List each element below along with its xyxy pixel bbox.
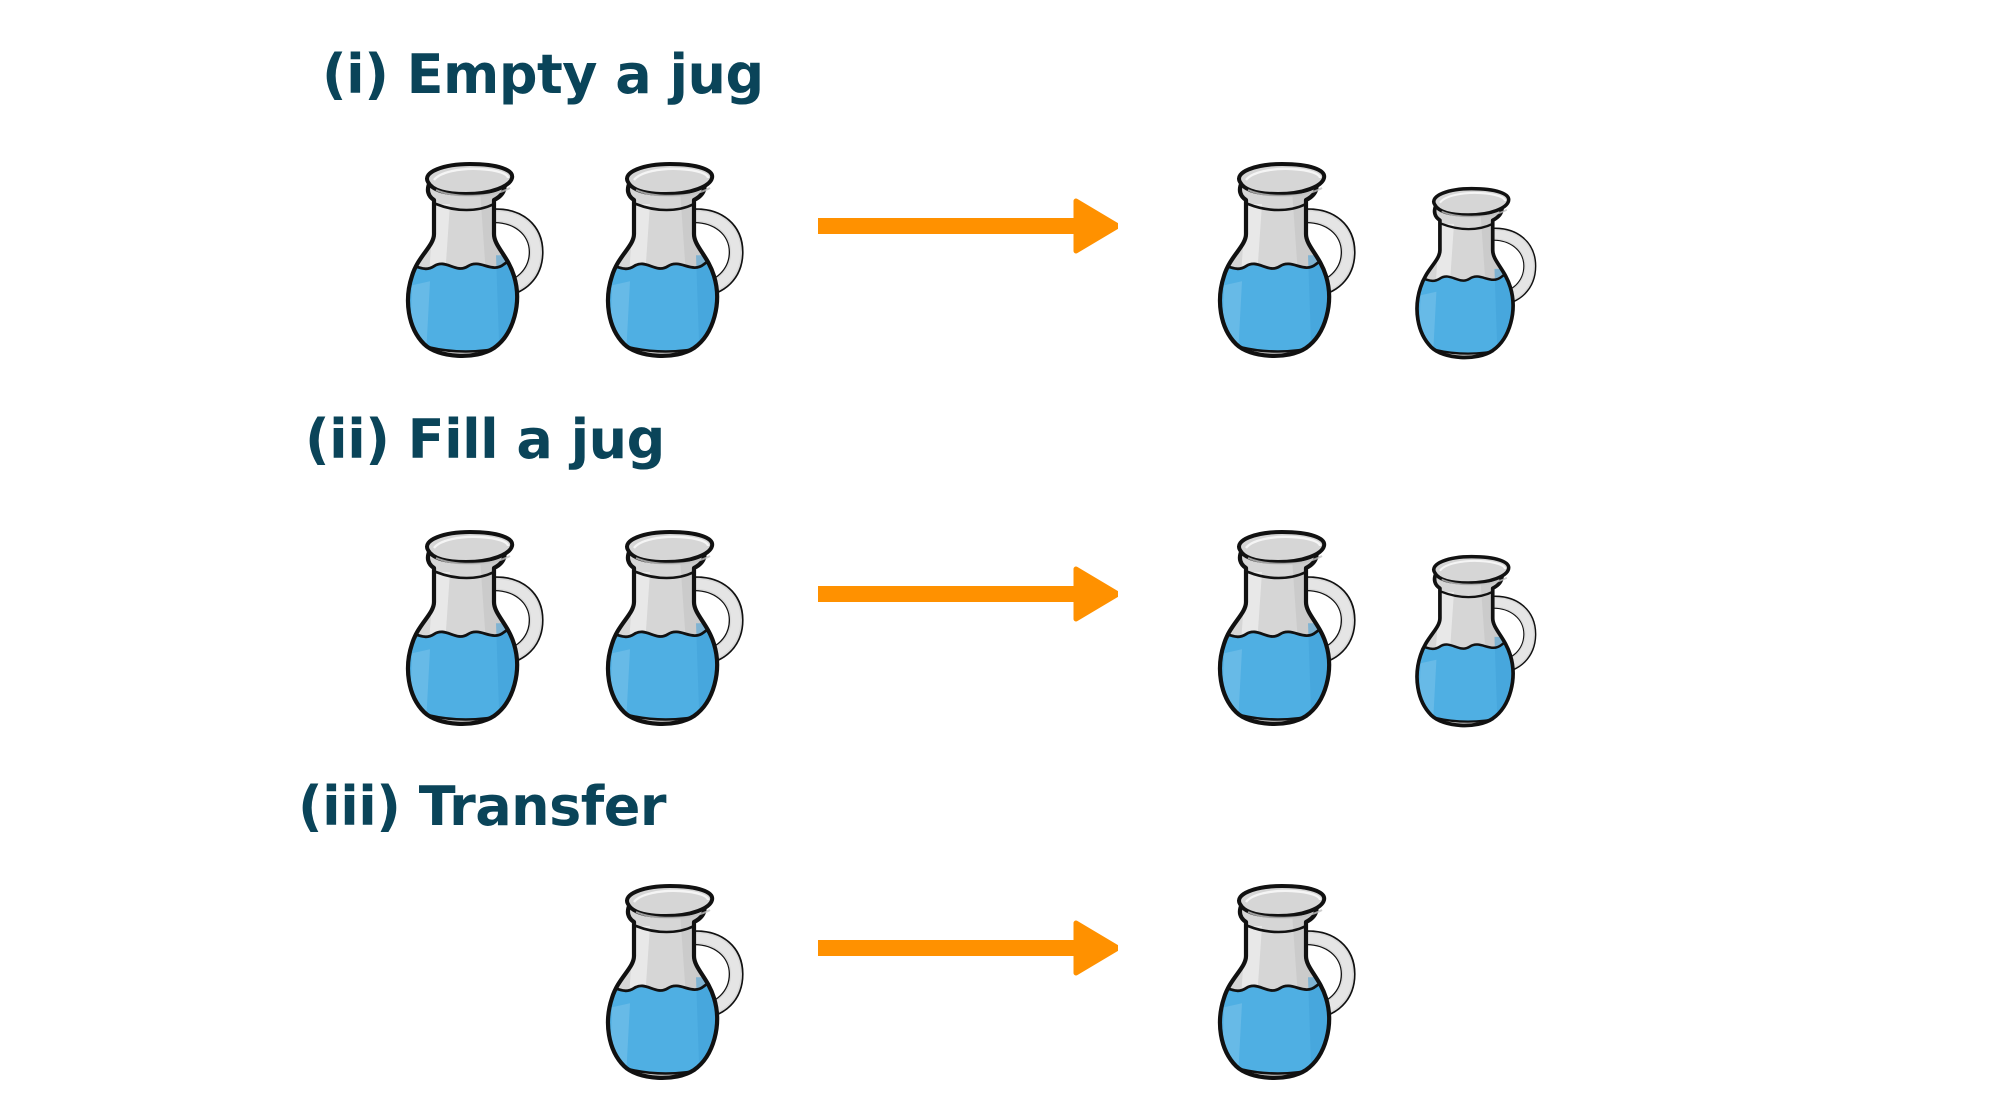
jug-fill-left-2 [600, 528, 750, 738]
jug-rim-icon [625, 530, 715, 565]
arrow-fill [818, 566, 1118, 622]
jug-glyph [405, 162, 544, 358]
right-arrow-icon [818, 198, 1118, 254]
jug-body-outline [605, 179, 720, 358]
jug-rim-icon [625, 884, 715, 919]
jug-rim-icon [1237, 162, 1327, 197]
jug-body-outline [1415, 202, 1515, 360]
section-empty-a-jug: (i) Empty a jug [0, 0, 2000, 380]
jug-transfer-right-1 [1212, 882, 1362, 1092]
jug-rim-icon [425, 162, 515, 197]
jug-body-outline [605, 547, 720, 726]
section-heading-empty: (i) Empty a jug [322, 43, 764, 106]
jug-fill-right-1 [1212, 528, 1362, 738]
jug-neck-line [1246, 924, 1308, 934]
jug-glyph [605, 530, 744, 726]
jug-fill-left-1 [400, 528, 550, 738]
jug-fill-right-2 [1410, 553, 1542, 738]
arrow-shaft [818, 940, 1078, 956]
right-arrow-icon [818, 566, 1118, 622]
jug-glyph [405, 530, 544, 726]
arrow-head [1073, 198, 1118, 254]
figure-row-empty [0, 140, 2000, 370]
figure-row-fill [0, 508, 2000, 738]
arrow-head [1073, 920, 1118, 976]
section-heading-fill: (ii) Fill a jug [305, 408, 665, 471]
jug-glyph [1415, 554, 1537, 728]
jug-glyph [1217, 162, 1356, 358]
jug-glyph [1415, 186, 1537, 360]
jug-glyph [605, 162, 744, 358]
jug-rim-icon [1237, 884, 1327, 919]
section-transfer: (iii) Transfer [0, 740, 2000, 1100]
section-fill-a-jug: (ii) Fill a jug [0, 370, 2000, 750]
jug-body-outline [405, 547, 520, 726]
jug-transfer-left-1 [600, 882, 750, 1092]
arrow-shaft [818, 586, 1078, 602]
jug-empty-left-2 [600, 160, 750, 370]
jug-body-outline [1217, 901, 1332, 1080]
jug-glyph [605, 884, 744, 1080]
figure-row-transfer [0, 862, 2000, 1092]
jug-neck-line [1440, 222, 1494, 231]
jug-rim-icon [1237, 530, 1327, 565]
jug-neck-line [1246, 202, 1308, 212]
jug-body-outline [1217, 179, 1332, 358]
jug-neck-line [634, 924, 696, 934]
arrow-head [1073, 566, 1118, 622]
jug-neck-line [1246, 570, 1308, 580]
arrow-empty [818, 198, 1118, 254]
jug-body-outline [1217, 547, 1332, 726]
jug-body-outline [605, 901, 720, 1080]
jug-empty-left-1 [400, 160, 550, 370]
jug-empty-right-2 [1410, 185, 1542, 370]
jug-neck-line [634, 570, 696, 580]
right-arrow-icon [818, 920, 1118, 976]
section-heading-transfer: (iii) Transfer [298, 775, 667, 838]
jug-rim-icon [1432, 186, 1511, 218]
jug-body-outline [405, 179, 520, 358]
jug-neck-line [634, 202, 696, 212]
jug-body-outline [1415, 570, 1515, 728]
arrow-transfer [818, 920, 1118, 976]
jug-rim-icon [625, 162, 715, 197]
jug-neck-line [1440, 590, 1494, 599]
jug-glyph [1217, 530, 1356, 726]
jug-neck-line [434, 570, 496, 580]
jug-empty-right-1 [1212, 160, 1362, 370]
jug-glyph [1217, 884, 1356, 1080]
jug-rim-icon [1432, 554, 1511, 586]
arrow-shaft [818, 218, 1078, 234]
jug-rim-icon [425, 530, 515, 565]
jug-neck-line [434, 202, 496, 212]
